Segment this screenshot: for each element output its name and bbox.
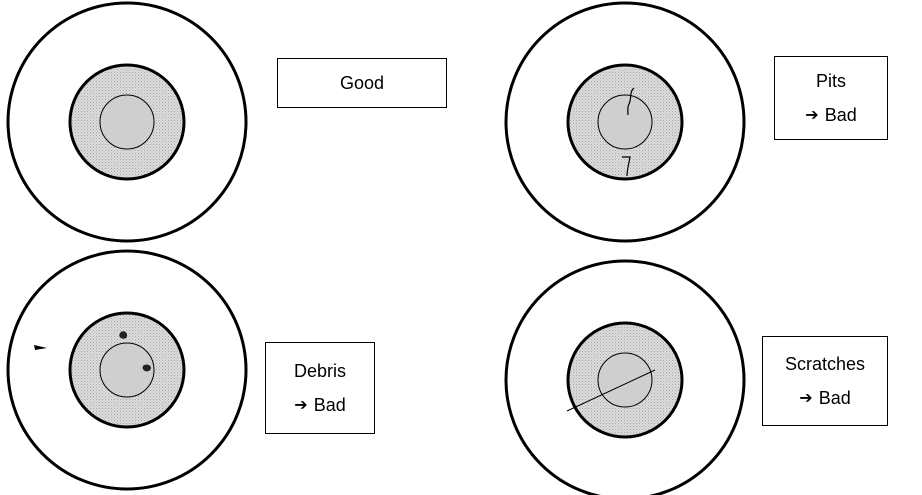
fiber-core [597, 94, 653, 150]
label-scratches-title: Scratches [784, 353, 866, 374]
label-debris: Debris ➔ Bad [265, 342, 375, 434]
verdict-text: Bad [818, 388, 851, 408]
verdict-text: Bad [824, 105, 857, 125]
endface-scratches [504, 259, 746, 495]
right-arrow-icon: ➔ [294, 394, 308, 414]
label-pits-title: Pits [815, 70, 846, 91]
endface-debris [6, 249, 248, 491]
right-arrow-icon: ➔ [805, 104, 819, 124]
label-pits: Pits ➔ Bad [774, 56, 888, 140]
label-scratches: Scratches ➔ Bad [762, 336, 888, 426]
pit-mark [627, 87, 635, 116]
label-good: Good [277, 58, 447, 108]
label-good-title: Good [339, 72, 385, 93]
scratch-line [566, 369, 656, 412]
verdict-text: Bad [313, 395, 346, 415]
pit-mark [622, 156, 631, 177]
label-debris-title: Debris [293, 360, 346, 381]
right-arrow-icon: ➔ [799, 387, 813, 407]
endface-good [6, 1, 248, 243]
debris-particle [119, 331, 128, 339]
label-pits-verdict: ➔ Bad [805, 98, 856, 132]
fiber-core [597, 352, 653, 408]
fiber-core [99, 342, 155, 398]
label-scratches-verdict: ➔ Bad [799, 381, 850, 415]
fiber-core [99, 94, 155, 150]
debris-particle [142, 364, 151, 372]
endface-pits [504, 1, 746, 243]
debris-particle [34, 345, 47, 350]
label-debris-verdict: ➔ Bad [294, 388, 345, 422]
